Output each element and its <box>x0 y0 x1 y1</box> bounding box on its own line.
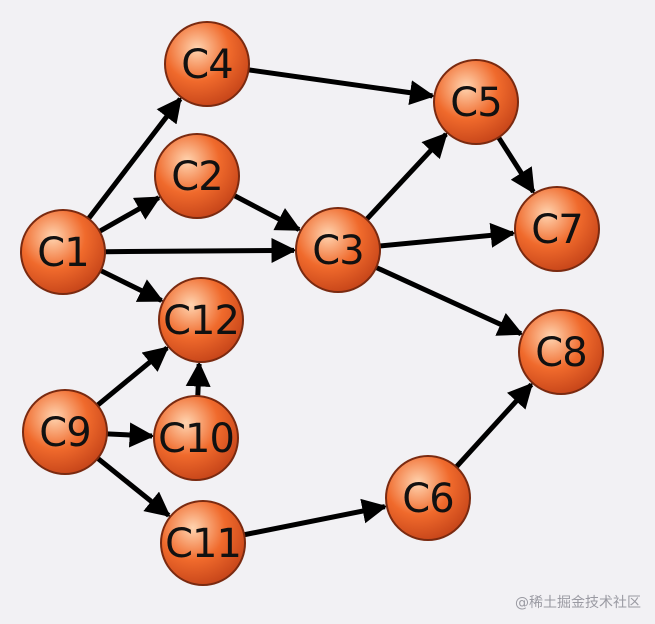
node-label: C3 <box>312 228 363 274</box>
edge-c1-c3 <box>104 237 297 263</box>
node-label: C1 <box>37 230 88 276</box>
node-circle <box>433 59 519 145</box>
node-circle <box>295 207 381 293</box>
edge-c3-c8 <box>375 265 524 336</box>
node-circle <box>153 395 239 481</box>
edges-layer <box>86 67 536 538</box>
edge-c1-c4 <box>86 96 183 221</box>
edge-c9-c12 <box>95 346 169 408</box>
edge-c1-c12 <box>99 268 164 303</box>
node-c4: C4 <box>164 21 250 107</box>
node-circle <box>518 309 604 395</box>
node-label: C12 <box>163 298 239 344</box>
node-label: C2 <box>171 154 222 200</box>
edge-c9-c11 <box>96 456 171 518</box>
edge-c3-c7 <box>379 222 516 249</box>
node-circle <box>385 455 471 541</box>
node-label: C10 <box>158 416 234 462</box>
node-c7: C7 <box>514 186 600 272</box>
edge-c2-c3 <box>233 193 302 232</box>
node-label: C6 <box>402 476 453 522</box>
node-c3: C3 <box>295 207 381 293</box>
node-c12: C12 <box>158 277 244 363</box>
node-c5: C5 <box>433 59 519 145</box>
node-circle <box>20 209 106 295</box>
edge-c5-c7 <box>496 136 536 195</box>
edge-c6-c8 <box>454 382 534 469</box>
node-circle <box>514 186 600 272</box>
node-label: C11 <box>165 521 241 567</box>
node-c6: C6 <box>385 455 471 541</box>
node-c2: C2 <box>154 133 240 219</box>
node-label: C9 <box>39 410 90 456</box>
node-c11: C11 <box>160 500 246 586</box>
node-c8: C8 <box>518 309 604 395</box>
edge-c4-c5 <box>248 67 435 106</box>
watermark-text: @稀土掘金技术社区 <box>515 595 641 611</box>
node-c10: C10 <box>153 395 239 481</box>
edge-c11-c6 <box>243 498 388 538</box>
edge-c1-c2 <box>98 195 161 234</box>
edge-c9-c10 <box>106 422 155 448</box>
edge-c3-c5 <box>364 132 448 221</box>
node-circle <box>154 133 240 219</box>
node-circle <box>160 500 246 586</box>
node-c1: C1 <box>20 209 106 295</box>
node-c9: C9 <box>22 389 108 475</box>
node-circle <box>22 389 108 475</box>
node-label: C8 <box>535 330 586 376</box>
node-label: C7 <box>531 207 582 253</box>
edge-c10-c12 <box>185 361 211 397</box>
node-circle <box>158 277 244 363</box>
node-circle <box>164 21 250 107</box>
node-label: C4 <box>181 42 232 88</box>
node-label: C5 <box>450 80 501 126</box>
